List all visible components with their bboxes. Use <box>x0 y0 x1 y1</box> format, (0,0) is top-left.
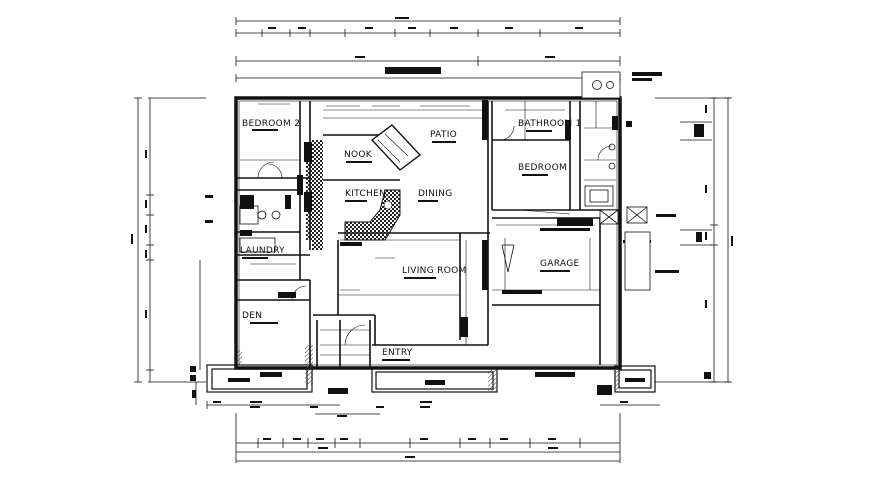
label-living-room: LIVING ROOM <box>402 266 467 276</box>
door-swings <box>257 125 613 346</box>
right-dimension-text <box>623 72 733 379</box>
room-labels: BEDROOM 2 NOOK PATIO BATHROOM 1 BEDROOM … <box>240 119 582 358</box>
label-kitchen: KITCHEN <box>345 189 386 199</box>
garage-door-marker <box>501 244 515 273</box>
right-dimension-lines <box>655 97 732 383</box>
label-entry: ENTRY <box>382 348 413 358</box>
label-dining: DINING <box>418 189 452 199</box>
left-dimension-text <box>131 150 196 398</box>
nook-bay-window <box>370 124 422 171</box>
left-dimension-lines <box>134 97 206 405</box>
interior-walls <box>236 101 620 368</box>
bottom-dimension-text <box>213 401 628 458</box>
room-size-tags <box>242 129 570 361</box>
label-nook: NOOK <box>344 150 373 160</box>
label-bedroom: BEDROOM <box>518 163 567 173</box>
label-garage: GARAGE <box>540 259 579 269</box>
label-bathroom1: BATHROOM 1 <box>518 119 582 129</box>
bottom-dimension-lines <box>206 401 660 463</box>
label-bedroom2: BEDROOM 2 <box>242 119 300 129</box>
label-den: DEN <box>242 311 262 321</box>
top-dimension-text <box>268 17 583 74</box>
kitchen-island <box>344 189 401 241</box>
annotation-tags <box>205 100 645 395</box>
label-laundry: LAUNDRY <box>240 246 285 256</box>
plumbing-fixtures <box>239 71 651 291</box>
label-patio: PATIO <box>430 130 457 140</box>
interior-dimension-ticks <box>258 103 571 291</box>
top-dimension-lines <box>235 17 621 82</box>
